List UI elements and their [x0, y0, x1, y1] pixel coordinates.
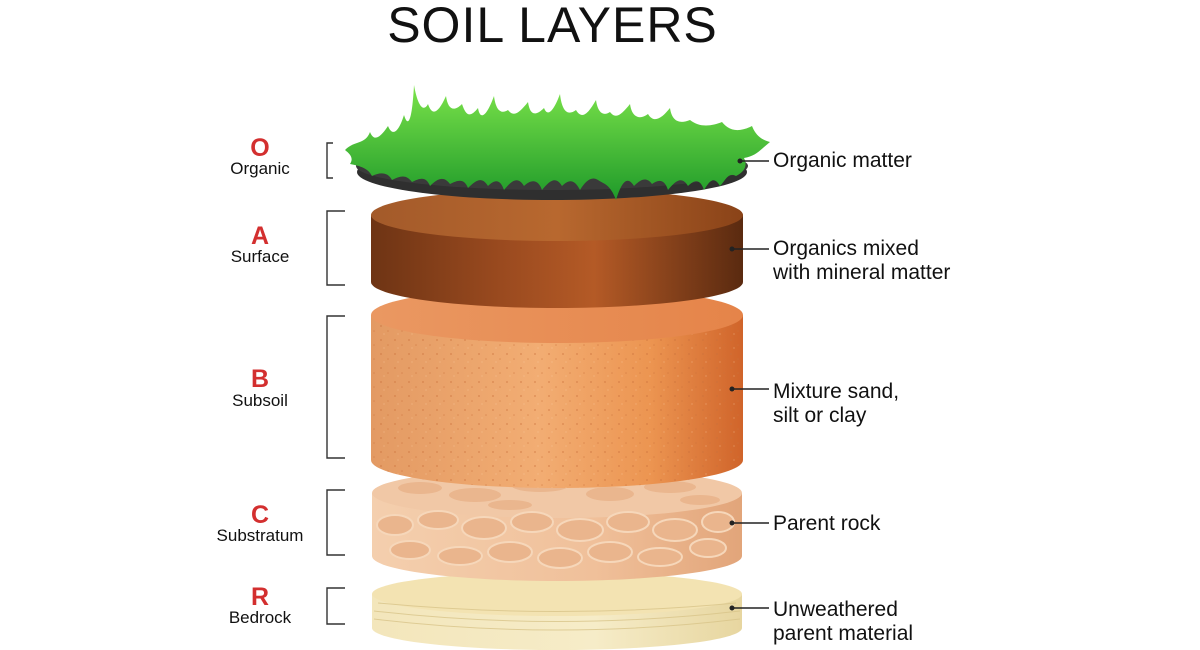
layer-r-description-line: Unweathered — [773, 598, 898, 621]
layer-b-name: Subsoil — [232, 391, 288, 410]
layer-b-description-line: Mixture sand, — [773, 380, 900, 403]
layer-b-description-line: silt or clay — [773, 404, 867, 427]
layer-c-description-line: Parent rock — [773, 512, 881, 535]
layer-a-description: Organics mixed with mineral matter — [773, 237, 950, 285]
layer-b-code: B — [250, 365, 270, 393]
layer-r-disc — [372, 572, 742, 650]
layer-r-description: Unweathered parent material — [773, 598, 913, 646]
layer-a-description-line: Organics mixed — [773, 237, 919, 260]
layer-a-code: A — [250, 222, 270, 250]
layer-o-code: O — [250, 134, 270, 162]
layer-a-disc — [371, 189, 743, 308]
layer-r-name: Bedrock — [228, 608, 292, 627]
layer-c-code: C — [250, 501, 270, 529]
layer-b-disc — [371, 287, 743, 488]
layer-o-description-line: Organic matter — [773, 149, 912, 172]
grass-tufts — [345, 85, 770, 200]
layer-o-description: Organic matter — [773, 149, 912, 173]
layer-c-disc — [372, 468, 742, 581]
layer-b-description: Mixture sand, silt or clay — [773, 380, 899, 428]
layer-brackets — [326, 142, 345, 625]
diagram-title: SOIL LAYERS — [387, 0, 718, 53]
layer-o-disc — [345, 85, 770, 200]
layer-c-name: Substratum — [216, 526, 304, 545]
leader-dots — [729, 158, 743, 611]
leader-lines — [732, 160, 769, 609]
layer-o-name: Organic — [230, 159, 290, 178]
layer-a-description-line: with mineral matter — [773, 261, 951, 284]
layer-r-description-line: parent material — [773, 622, 914, 645]
layer-c-description: Parent rock — [773, 512, 880, 536]
layer-r-code: R — [250, 583, 270, 611]
layer-a-name: Surface — [230, 247, 290, 266]
